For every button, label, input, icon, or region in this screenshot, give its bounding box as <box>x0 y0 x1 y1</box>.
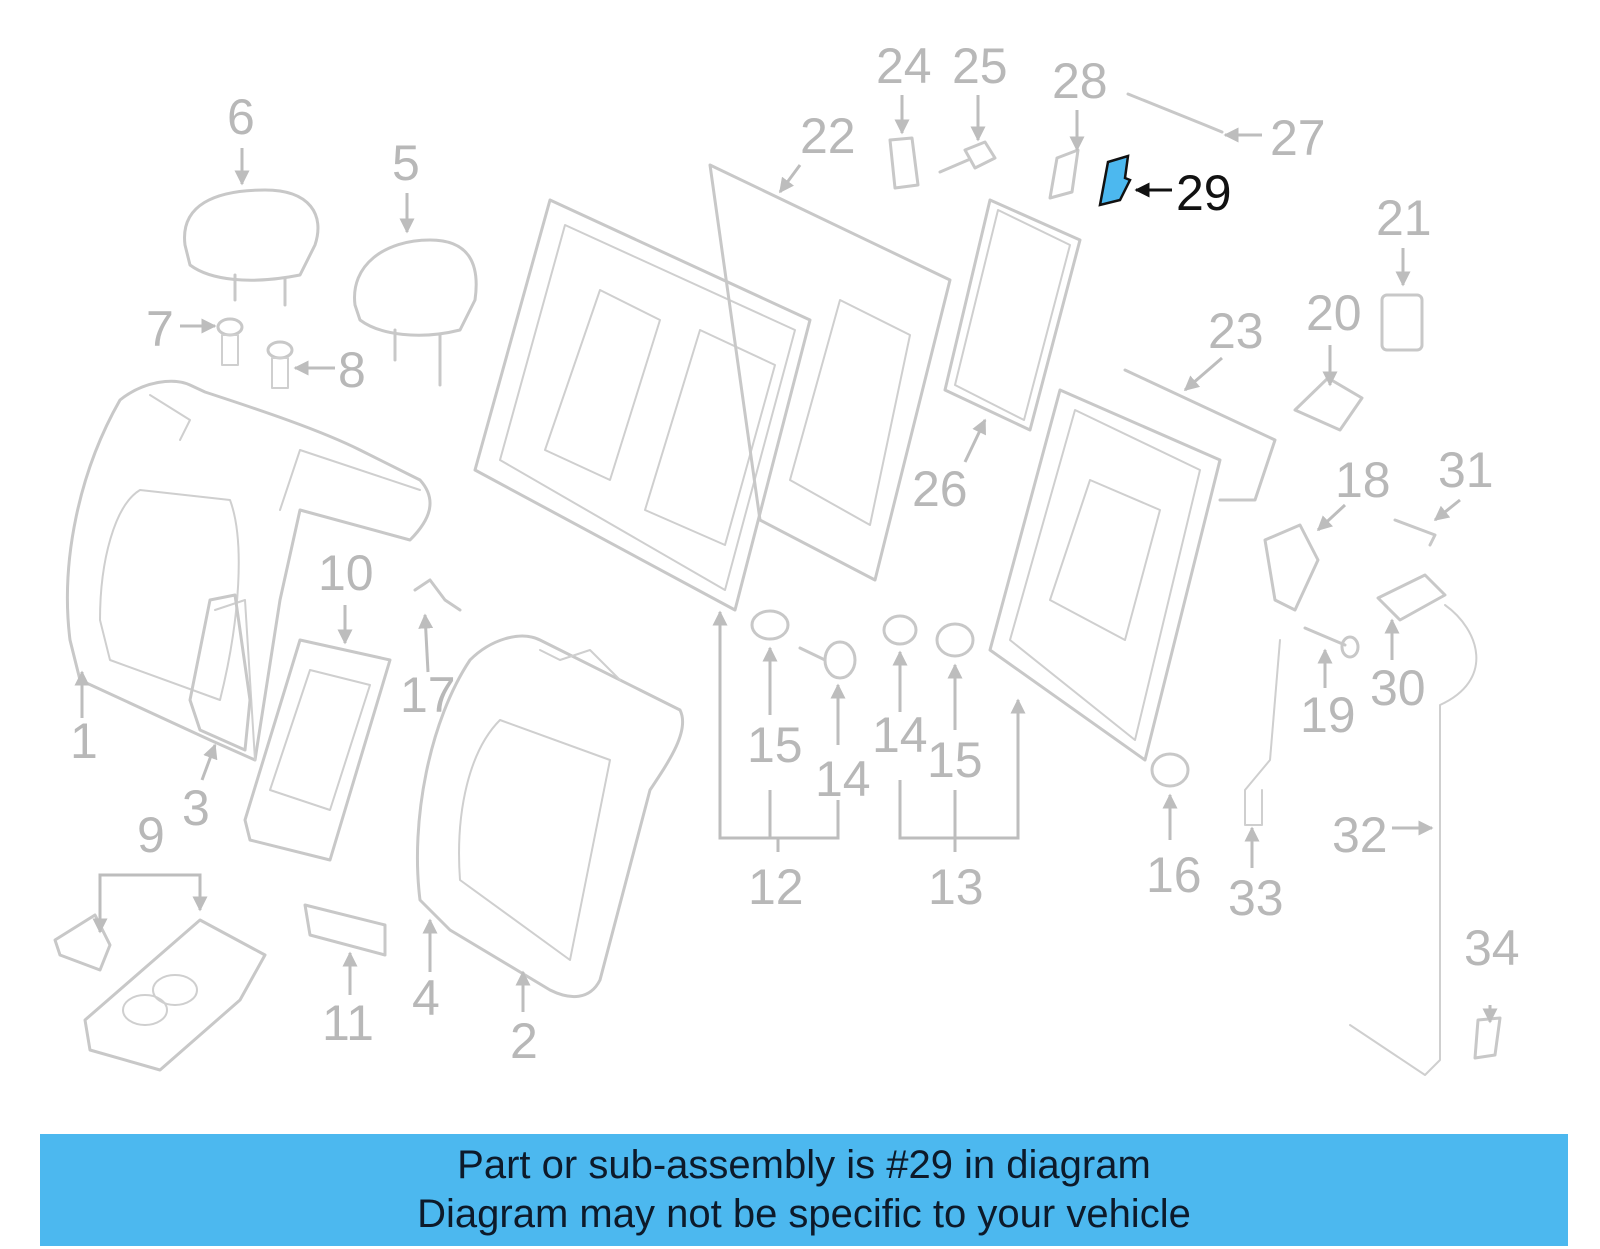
part-1-backrest-cover <box>65 379 432 762</box>
part-30-handle <box>1376 573 1447 622</box>
part-27-wire <box>1126 92 1224 134</box>
callout-15b: 15 <box>927 732 983 788</box>
part-11-trim <box>303 903 387 957</box>
footer-line-1: Part or sub-assembly is #29 in diagram <box>457 1143 1151 1187</box>
callout-2: 2 <box>510 1013 538 1069</box>
callout-9: 9 <box>137 807 165 863</box>
part-20-cover <box>1293 376 1364 432</box>
callout-33: 33 <box>1228 870 1284 926</box>
callout-11: 11 <box>322 995 374 1051</box>
leader-lines <box>74 95 1498 1024</box>
callout-14a: 14 <box>815 751 871 807</box>
part-3-side-trim <box>188 593 252 752</box>
footer-banner: Part or sub-assembly is #29 in diagram D… <box>40 1134 1568 1246</box>
callout-23: 23 <box>1208 303 1264 359</box>
part-29-highlighted <box>1098 154 1132 207</box>
callout-27: 27 <box>1270 110 1326 166</box>
callout-29: 29 <box>1176 165 1232 221</box>
parts-diagram: 1 2 3 4 5 6 7 8 9 10 11 12 13 14 14 15 1… <box>53 38 1520 1076</box>
callout-20: 20 <box>1306 285 1362 341</box>
callout-14b: 14 <box>872 707 928 763</box>
callout-26: 26 <box>912 461 968 517</box>
part-5-headrest <box>353 238 478 387</box>
callout-10: 10 <box>318 545 374 601</box>
callout-15a: 15 <box>747 717 803 773</box>
part-9-armrest <box>53 913 267 1072</box>
part-14b-bolt <box>882 614 918 646</box>
callout-16: 16 <box>1146 847 1202 903</box>
part-32-cable <box>1349 604 1478 1076</box>
part-2-cushion-cover <box>415 634 685 999</box>
callout-30: 30 <box>1370 660 1426 716</box>
callout-7: 7 <box>146 301 174 357</box>
part-16-grommet <box>1150 752 1190 788</box>
part-14a-bolt <box>798 640 857 680</box>
part-10-frame <box>243 638 392 862</box>
footer-line-2: Diagram may not be specific to your vehi… <box>417 1192 1191 1236</box>
callout-21: 21 <box>1376 190 1432 246</box>
part-18-hinge <box>1263 523 1320 612</box>
part-28-clip <box>1048 148 1080 200</box>
callout-8: 8 <box>338 342 366 398</box>
callout-4: 4 <box>412 970 440 1026</box>
part-33-cable <box>1244 639 1281 826</box>
callout-1: 1 <box>70 713 98 769</box>
part-26-pad <box>943 198 1082 432</box>
callout-22: 22 <box>800 108 856 164</box>
callout-3: 3 <box>182 780 210 836</box>
part-21-switch <box>1380 293 1424 352</box>
part-7-guide <box>216 317 244 366</box>
part-6-headrest <box>183 188 320 307</box>
part-22-panel <box>708 163 952 582</box>
part-19-bolt <box>1303 626 1360 659</box>
part-8-guide <box>266 340 294 389</box>
callout-12: 12 <box>748 859 804 915</box>
part-34-tag <box>1473 1016 1502 1060</box>
part-17-clip <box>413 578 462 612</box>
callout-labels: 1 2 3 4 5 6 7 8 9 10 11 12 13 14 14 15 1… <box>70 38 1520 1069</box>
part-15a-grommet <box>750 609 790 641</box>
callout-28: 28 <box>1052 53 1108 109</box>
callout-18: 18 <box>1335 452 1391 508</box>
callout-19: 19 <box>1300 687 1356 743</box>
callout-24: 24 <box>876 38 932 94</box>
callout-25: 25 <box>952 38 1008 94</box>
part-24-bracket <box>888 136 920 190</box>
callout-13: 13 <box>928 859 984 915</box>
callout-5: 5 <box>392 135 420 191</box>
part-25-bolt <box>938 140 997 174</box>
callout-31: 31 <box>1438 442 1494 498</box>
part-23-backrest-frame <box>988 368 1277 762</box>
callout-32: 32 <box>1332 807 1388 863</box>
part-15b-grommet <box>935 622 975 658</box>
part-22-backrest-frame <box>473 198 812 612</box>
callout-34: 34 <box>1464 920 1520 976</box>
callout-17: 17 <box>400 667 456 723</box>
callout-6: 6 <box>227 89 255 145</box>
part-31-pin <box>1393 518 1437 547</box>
